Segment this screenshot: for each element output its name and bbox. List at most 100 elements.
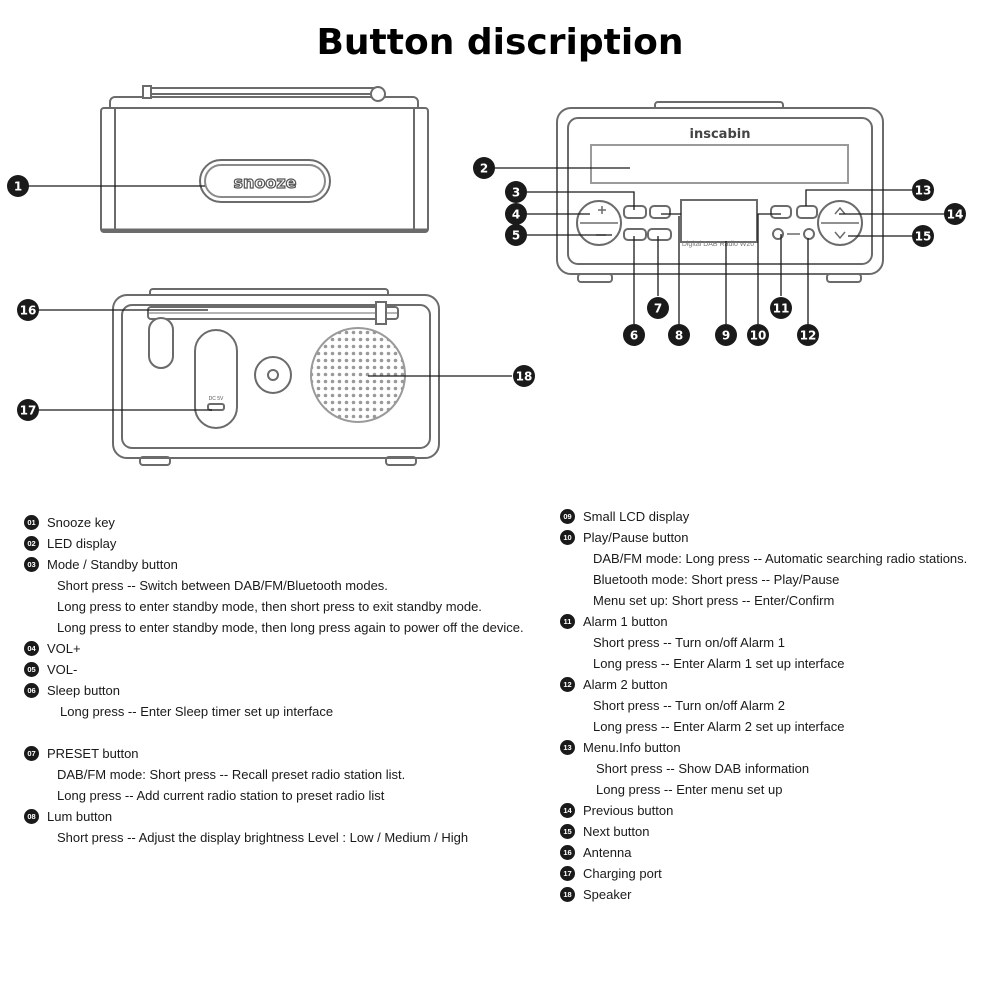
legend-text: Long press -- Enter Alarm 2 set up inter…: [593, 719, 845, 734]
callout-7: 7: [647, 297, 669, 319]
small-lcd-display: [680, 199, 758, 243]
legend-text: Previous button: [583, 803, 674, 818]
svg-text:8: 8: [675, 329, 683, 343]
top-view: [100, 85, 429, 233]
model-text: Digital DAB Radio W20: [682, 241, 754, 248]
legend-text: Long press to enter standby mode, then l…: [57, 620, 524, 635]
legend-text: Snooze key: [47, 515, 115, 530]
legend-text: DAB/FM mode: Long press -- Automatic sea…: [593, 551, 968, 566]
legend-item: Menu set up: Short press -- Enter/Confir…: [560, 590, 967, 611]
legend-number-badge: 03: [24, 557, 39, 572]
legend-item: 03 Mode / Standby button: [24, 554, 524, 575]
svg-text:5: 5: [512, 229, 520, 243]
legend-text: VOL-: [47, 662, 78, 677]
legend-text: Menu.Info button: [583, 740, 681, 755]
callout-14: 14: [944, 203, 966, 225]
callout-13: 13: [912, 179, 934, 201]
legend-item: 01 Snooze key: [24, 512, 524, 533]
legend-text: Alarm 1 button: [583, 614, 668, 629]
legend-text: Long press -- Enter Alarm 1 set up inter…: [593, 656, 845, 671]
legend-text: Long press to enter standby mode, then s…: [57, 599, 482, 614]
legend-text: Short press -- Adjust the display bright…: [57, 830, 469, 845]
callout-15: 15: [912, 225, 934, 247]
legend-number-badge: 16: [560, 845, 575, 860]
legend-item: Bluetooth mode: Short press -- Play/Paus…: [560, 569, 967, 590]
svg-text:15: 15: [915, 230, 932, 244]
play-pause-button: [770, 205, 792, 219]
legend-text: Long press -- Add current radio station …: [57, 788, 385, 803]
alarm2-button: [803, 228, 815, 240]
charging-port: [207, 403, 225, 411]
legend-text: DAB/FM mode: Short press -- Recall prese…: [57, 767, 406, 782]
callout-8: 8: [668, 324, 690, 346]
svg-text:9: 9: [722, 329, 730, 343]
legend-text: PRESET button: [47, 746, 139, 761]
legend-text: Long press -- Enter Sleep timer set up i…: [60, 704, 334, 719]
legend-item: DAB/FM mode: Short press -- Recall prese…: [24, 764, 524, 785]
legend-text: Mode / Standby button: [47, 557, 178, 572]
legend-item: Long press -- Enter Alarm 2 set up inter…: [560, 716, 967, 737]
callout-9: 9: [715, 324, 737, 346]
led-display: [590, 144, 849, 184]
callout-3: 3: [505, 181, 527, 203]
callout-11: 11: [770, 297, 792, 319]
legend-text: LED display: [47, 536, 117, 551]
callout-12: 12: [797, 324, 819, 346]
legend-item: Long press to enter standby mode, then l…: [24, 617, 524, 638]
legend-number-badge: 01: [24, 515, 39, 530]
legend-number-badge: 13: [560, 740, 575, 755]
legend-number-badge: 12: [560, 677, 575, 692]
svg-text:1: 1: [14, 180, 22, 194]
svg-text:4: 4: [512, 208, 520, 222]
svg-text:3: 3: [512, 186, 520, 200]
legend-item: 05 VOL-: [24, 659, 524, 680]
callout-1: 1: [7, 175, 29, 197]
legend-number-badge: 05: [24, 662, 39, 677]
svg-text:2: 2: [480, 162, 488, 176]
legend-text: Short press -- Show DAB information: [596, 761, 810, 776]
preset-button: [647, 228, 672, 241]
legend-number-badge: 14: [560, 803, 575, 818]
leader-lines: [28, 167, 944, 411]
legend-text: Speaker: [583, 887, 632, 902]
legend-text: Bluetooth mode: Short press -- Play/Paus…: [593, 572, 840, 587]
legend-item: 09 Small LCD display: [560, 506, 967, 527]
legend-text: VOL+: [47, 641, 81, 656]
legend-item: 14 Previous button: [560, 800, 967, 821]
legend-item: Long press -- Enter Alarm 1 set up inter…: [560, 653, 967, 674]
front-view: [556, 101, 884, 283]
legend-number-badge: 15: [560, 824, 575, 839]
svg-text:10: 10: [750, 329, 767, 343]
legend-number-badge: 09: [560, 509, 575, 524]
legend-text: Menu set up: Short press -- Enter/Confir…: [593, 593, 835, 608]
svg-text:12: 12: [800, 329, 817, 343]
legend-number-badge: 04: [24, 641, 39, 656]
svg-text:18: 18: [516, 370, 533, 384]
legend-item: DAB/FM mode: Long press -- Automatic sea…: [560, 548, 967, 569]
back-view: [112, 288, 440, 466]
legend-number-badge: 08: [24, 809, 39, 824]
svg-text:13: 13: [915, 184, 932, 198]
callout-4: 4: [505, 203, 527, 225]
snooze-label: snooze: [233, 173, 296, 192]
legend-number-badge: 02: [24, 536, 39, 551]
callout-2: 2: [473, 157, 495, 179]
legend-text: Charging port: [583, 866, 662, 881]
legend-text: Small LCD display: [583, 509, 690, 524]
legend-item: Long press to enter standby mode, then s…: [24, 596, 524, 617]
callout-5: 5: [505, 224, 527, 246]
legend-item: Long press -- Add current radio station …: [24, 785, 524, 806]
mode-button: [623, 205, 647, 219]
legend-item: Short press -- Turn on/off Alarm 2: [560, 695, 967, 716]
